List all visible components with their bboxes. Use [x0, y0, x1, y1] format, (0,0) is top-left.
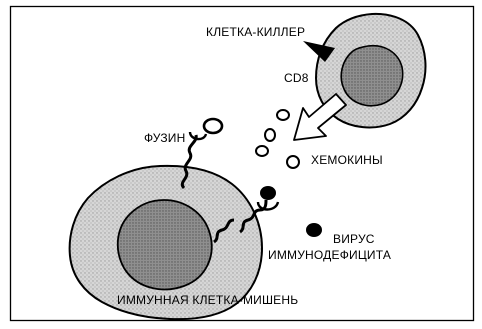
chemokine-molecule	[256, 146, 268, 156]
cd8-label: CD8	[284, 71, 309, 85]
target-cell-nucleus	[118, 200, 212, 289]
chemokines	[256, 110, 299, 168]
target-cell-label: ИММУННАЯ КЛЕТКА-МИШЕНЬ	[117, 293, 298, 307]
fusin-cup	[190, 132, 206, 139]
immunodeficiency-label: ИММУНОДЕФИЦИТА	[268, 248, 391, 262]
hiv-virus	[306, 223, 322, 237]
fusin-label: ФУЗИН	[144, 131, 185, 145]
bound-virus	[260, 186, 276, 200]
receptor-cup	[258, 202, 278, 210]
chemokine-molecule	[287, 156, 299, 168]
killer-cell-label: КЛЕТКА-КИЛЛЕР	[206, 25, 305, 39]
virus-label: ВИРУС	[333, 232, 375, 246]
killer-cell-nucleus	[341, 46, 402, 106]
chemokines-label: ХЕМОКИНЫ	[311, 153, 383, 167]
fusin-ring	[204, 119, 222, 133]
chemokine-molecule	[277, 110, 289, 120]
chemokine-molecule	[265, 129, 275, 141]
